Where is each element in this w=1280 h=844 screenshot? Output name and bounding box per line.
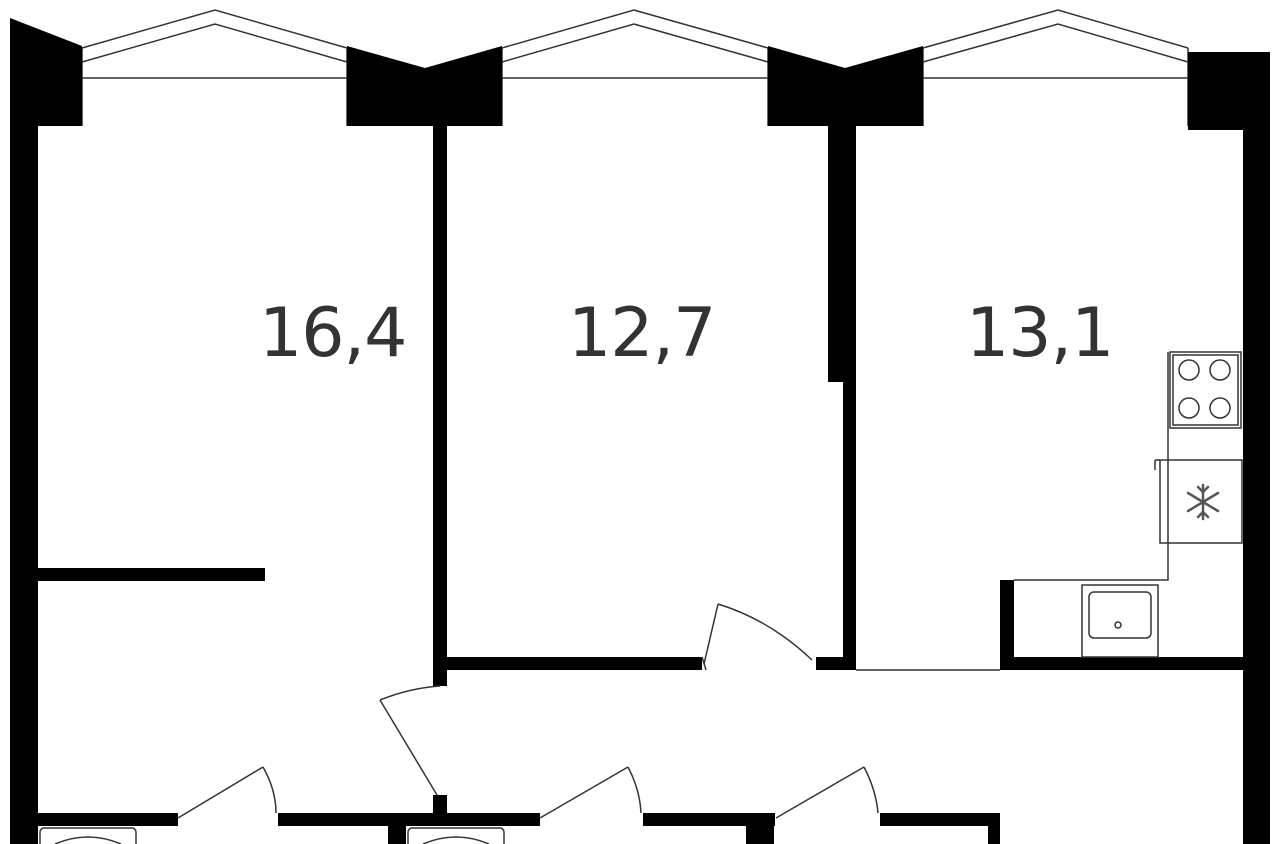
bottom-pillar-3 [988, 813, 1000, 844]
room-area-label-left: 16,4 [259, 294, 407, 373]
pier-top-2 [768, 46, 923, 126]
door-post [433, 795, 447, 815]
window-middle [501, 9, 769, 126]
bottom-wall-4 [880, 813, 1000, 826]
door-left-room[interactable] [379, 685, 441, 796]
pier-top-1 [347, 46, 502, 126]
bottom-pillar-1 [388, 813, 406, 844]
partition-left-middle [433, 126, 447, 686]
middle-room-bottom-wall-b [816, 657, 856, 670]
bottom-wall-3 [643, 813, 775, 826]
door-bottom-1[interactable] [177, 766, 277, 819]
pier-top-right [1188, 52, 1270, 130]
window-bays [81, 9, 1189, 126]
partition-middle-right-upper [828, 126, 856, 382]
door-middle-room[interactable] [701, 603, 813, 671]
window-left [81, 9, 348, 126]
window-right [922, 9, 1189, 126]
outer-wall-left [10, 115, 38, 844]
kitchen-counter [1014, 352, 1169, 581]
door-bottom-2[interactable] [539, 766, 642, 819]
kitchen-wall-stub [1000, 580, 1014, 670]
partition-middle-right-lower [843, 382, 856, 670]
outer-wall-right [1243, 115, 1270, 844]
bottom-wall-1 [38, 813, 178, 826]
washing-machine-icon [39, 827, 137, 844]
doors [177, 603, 879, 819]
door-bottom-3[interactable] [775, 766, 879, 819]
bottom-pillar-2 [746, 813, 774, 844]
pier-top-left [10, 18, 82, 126]
sink-icon [1081, 584, 1159, 658]
walls [10, 18, 1270, 844]
room-area-label-middle: 12,7 [568, 294, 716, 373]
room-area-label-right: 13,1 [966, 294, 1114, 373]
stub-wall [38, 568, 265, 581]
bottom-wall-2 [278, 813, 540, 826]
stove-icon [1169, 351, 1242, 429]
washing-machine-icon-2 [407, 827, 505, 844]
kitchen-bottom-wall [1000, 657, 1243, 670]
snowflake-icon [1186, 483, 1220, 521]
middle-room-bottom-wall-a [447, 657, 702, 670]
fridge-icon [1154, 459, 1243, 544]
